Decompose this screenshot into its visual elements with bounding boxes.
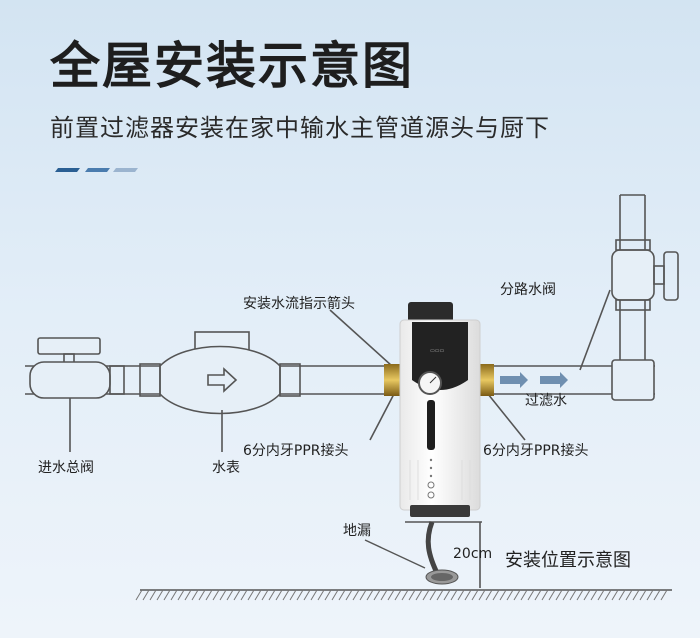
label-branch-valve: 分路水阀: [500, 282, 556, 298]
label-ppr-left: 6分内牙PPR接头: [243, 442, 349, 459]
floor-drain: [425, 569, 459, 585]
height-marker: [405, 521, 482, 588]
page-subtitle: 前置过滤器安装在家中输水主管道源头与厨下: [50, 114, 550, 142]
filtered-flow-arrows: [500, 372, 568, 388]
ground-line: [135, 589, 672, 601]
branch-valve: [611, 239, 679, 311]
accent-dashes: [55, 168, 138, 172]
flow-arrow-icon: [207, 367, 238, 393]
accent-dash: [85, 168, 110, 172]
arrow-icon: [500, 372, 528, 388]
sight-window: [427, 400, 435, 450]
leader-line: [369, 391, 396, 441]
leader-line: [364, 539, 426, 569]
drain-hose: [425, 521, 441, 577]
main-valve: [29, 337, 125, 399]
brand-logo: ▭▭▭: [430, 348, 444, 354]
arrow-icon: [540, 372, 568, 388]
label-height: 20cm: [453, 546, 492, 562]
accent-dash: [113, 168, 138, 172]
label-install-position: 安装位置示意图: [505, 550, 631, 571]
leader-line: [579, 289, 611, 371]
leader-line: [487, 393, 526, 441]
water-meter: [139, 331, 301, 415]
label-filtered-water: 过滤水: [525, 393, 567, 409]
label-ppr-right: 6分内牙PPR接头: [483, 442, 589, 459]
leader-line: [329, 309, 393, 367]
label-water-meter: 水表: [212, 460, 240, 476]
accent-dash: [55, 168, 80, 172]
label-floor-drain: 地漏: [343, 523, 371, 539]
label-main-valve: 进水总阀: [38, 460, 94, 476]
page-title: 全屋安装示意图: [50, 37, 414, 95]
pipe-elbow: [611, 359, 655, 401]
prefilter-device: ▭▭▭: [384, 302, 494, 517]
label-flow-arrow: 安装水流指示箭头: [243, 295, 355, 312]
